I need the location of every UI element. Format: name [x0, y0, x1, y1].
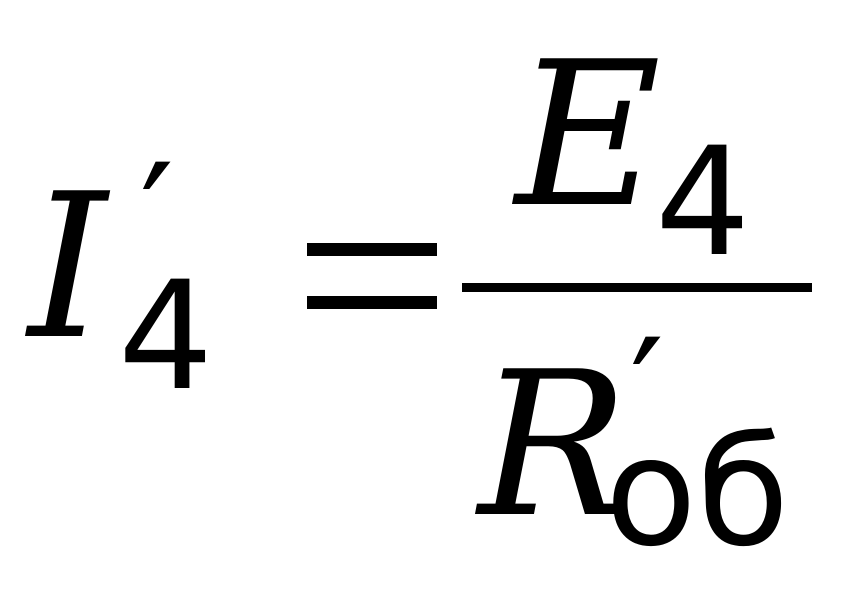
lhs-prime-mark: ′	[140, 133, 175, 307]
lhs-subscript: 4	[118, 250, 214, 424]
lhs-variable: I	[28, 151, 108, 384]
fraction-line	[462, 283, 812, 292]
equals-sign-bottom-bar	[307, 296, 437, 309]
denominator-subscript: об	[605, 406, 790, 580]
denominator-prime-mark: ′	[630, 308, 665, 482]
numerator-variable: E	[515, 19, 661, 252]
numerator-subscript: 4	[655, 116, 751, 290]
equals-sign-top-bar	[307, 243, 437, 256]
denominator-variable: R	[478, 329, 629, 562]
